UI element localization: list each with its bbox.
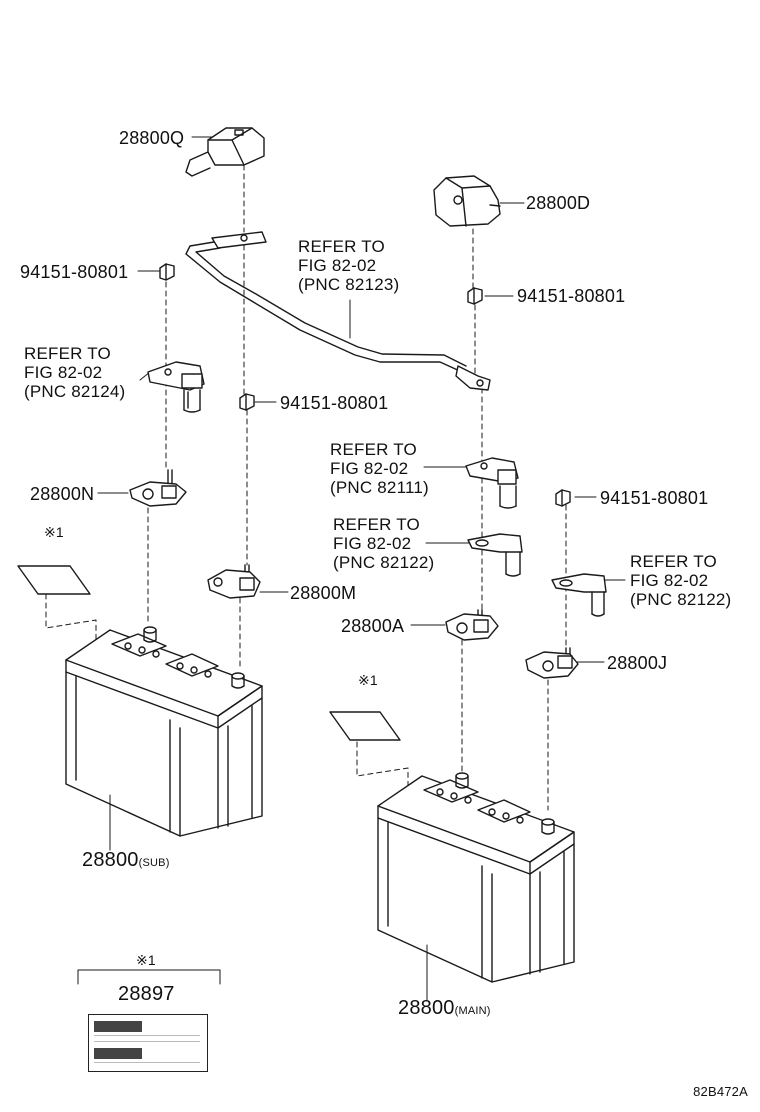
nut-drawings bbox=[159, 263, 571, 507]
cover-28800d-drawing bbox=[433, 175, 501, 227]
battery-main-label: 28800(MAIN) bbox=[398, 998, 491, 1021]
refer-82123-line2: FIG 82-02 bbox=[298, 256, 377, 275]
refer-82122a-line1: REFER TO bbox=[333, 515, 420, 534]
refer-82124: REFER TO FIG 82-02 (PNC 82124) bbox=[24, 344, 125, 401]
caution-label-number: 28897 bbox=[118, 983, 175, 1005]
note-mark-3: ※1 bbox=[136, 952, 156, 968]
refer-82111-line3: (PNC 82111) bbox=[330, 478, 429, 497]
refer-82124-line2: FIG 82-02 bbox=[24, 363, 103, 382]
terminal-82111-drawing bbox=[465, 457, 519, 509]
figure-code: 82B472A bbox=[693, 1084, 748, 1099]
nut-94151-label-b: 94151-80801 bbox=[517, 286, 626, 306]
cover-28800q-drawing bbox=[185, 127, 265, 177]
refer-82122b-line1: REFER TO bbox=[630, 552, 717, 571]
clamp-28800j-drawing bbox=[525, 647, 579, 679]
refer-82123-line3: (PNC 82123) bbox=[298, 275, 400, 294]
terminal-82122b-drawing bbox=[551, 573, 607, 617]
refer-82122b-line2: FIG 82-02 bbox=[630, 571, 709, 590]
refer-82111: REFER TO FIG 82-02 (PNC 82111) bbox=[330, 440, 429, 497]
part-28800q-label: 28800Q bbox=[119, 128, 185, 148]
refer-82111-line2: FIG 82-02 bbox=[330, 459, 409, 478]
caution-label-row-2 bbox=[94, 1046, 200, 1059]
refer-82122b: REFER TO FIG 82-02 (PNC 82122) bbox=[630, 552, 731, 609]
battery-sub-suffix: (SUB) bbox=[138, 857, 170, 869]
battery-main-suffix: (MAIN) bbox=[454, 1005, 491, 1017]
leader-lines bbox=[77, 136, 626, 1001]
cable-82123-drawing bbox=[185, 231, 491, 391]
refer-82123: REFER TO FIG 82-02 (PNC 82123) bbox=[298, 237, 399, 294]
battery-sub-number: 28800 bbox=[82, 849, 139, 871]
clamp-28800a-drawing bbox=[445, 609, 499, 641]
refer-82124-line1: REFER TO bbox=[24, 344, 111, 363]
terminal-82122a-drawing bbox=[467, 533, 523, 577]
battery-main-number: 28800 bbox=[398, 997, 455, 1019]
battery-sub-label: 28800(SUB) bbox=[82, 850, 170, 873]
clamp-28800n-drawing bbox=[129, 469, 187, 507]
nut-94151-label-d: 94151-80801 bbox=[600, 488, 709, 508]
part-28800a-label: 28800A bbox=[341, 616, 405, 636]
refer-82122a-line2: FIG 82-02 bbox=[333, 534, 412, 553]
nut-94151-label-c: 94151-80801 bbox=[280, 393, 389, 413]
clamp-28800m-drawing bbox=[207, 564, 261, 599]
part-28800d-label: 28800D bbox=[526, 193, 591, 213]
label-placeholders bbox=[17, 565, 401, 741]
refer-82122a: REFER TO FIG 82-02 (PNC 82122) bbox=[333, 515, 434, 572]
battery-main-drawing bbox=[377, 772, 575, 983]
caution-label-row-1 bbox=[94, 1019, 200, 1032]
refer-82123-line1: REFER TO bbox=[298, 237, 385, 256]
battery-sub-drawing bbox=[65, 626, 263, 837]
part-28800m-label: 28800M bbox=[290, 583, 357, 603]
note-mark-2: ※1 bbox=[358, 672, 378, 688]
terminal-82124-drawing bbox=[147, 361, 205, 413]
refer-82122b-line3: (PNC 82122) bbox=[630, 590, 732, 609]
part-28800j-label: 28800J bbox=[607, 653, 668, 673]
note-mark-1: ※1 bbox=[44, 524, 64, 540]
nut-94151-label-a: 94151-80801 bbox=[20, 262, 129, 282]
caution-label-drawing bbox=[88, 1014, 208, 1072]
part-28800n-label: 28800N bbox=[30, 484, 95, 504]
refer-82111-line1: REFER TO bbox=[330, 440, 417, 459]
refer-82124-line3: (PNC 82124) bbox=[24, 382, 126, 401]
refer-82122a-line3: (PNC 82122) bbox=[333, 553, 435, 572]
